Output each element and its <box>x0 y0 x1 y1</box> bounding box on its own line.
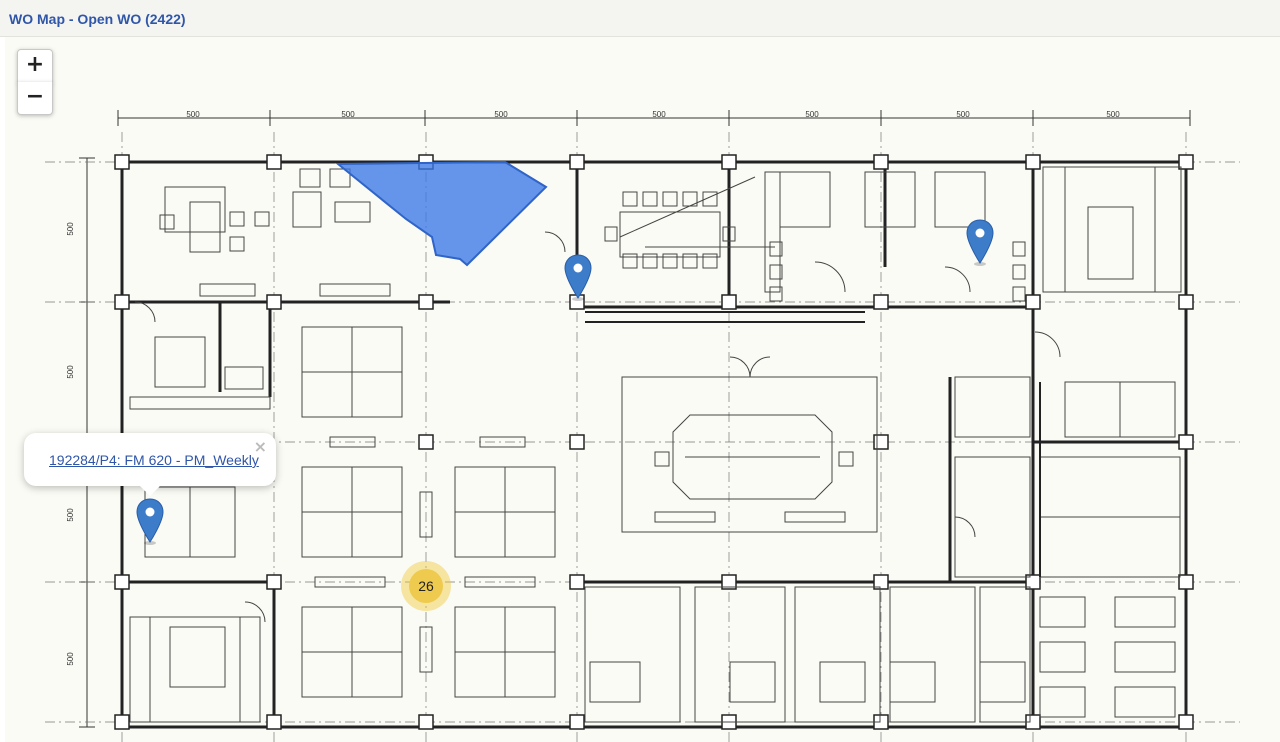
dimension-label: 500 <box>805 110 819 119</box>
dimension-label: 500 <box>66 365 75 379</box>
dimension-label: 500 <box>66 652 75 666</box>
wo-map[interactable]: 500 500 500 500 500 500 500 500 500 500 … <box>5 37 1280 742</box>
map-marker-icon[interactable] <box>965 219 995 267</box>
work-order-link[interactable]: 192284/P4: FM 620 - PM_Weekly <box>49 452 259 468</box>
zoom-in-button[interactable]: + <box>17 49 53 83</box>
marker-cluster[interactable]: 26 <box>401 561 451 611</box>
dimension-label: 500 <box>1106 110 1120 119</box>
popup-tip <box>140 486 160 496</box>
header-bar: WO Map - Open WO (2422) <box>0 0 1280 37</box>
dimension-label: 500 <box>186 110 200 119</box>
cluster-count: 26 <box>409 569 443 603</box>
dimension-label: 500 <box>956 110 970 119</box>
dimension-label: 500 <box>341 110 355 119</box>
page-title: WO Map - Open WO (2422) <box>9 11 186 27</box>
close-icon[interactable]: × <box>253 437 267 456</box>
dimension-label: 500 <box>66 222 75 236</box>
selected-area-polygon[interactable] <box>335 160 548 267</box>
map-marker-icon[interactable] <box>135 498 165 546</box>
dimension-label: 500 <box>652 110 666 119</box>
dimension-label: 500 <box>66 508 75 522</box>
zoom-out-button[interactable]: − <box>17 82 53 115</box>
marker-popup: 192284/P4: FM 620 - PM_Weekly × <box>24 433 276 496</box>
map-marker-icon[interactable] <box>563 254 593 302</box>
floor-plan: 500 500 500 500 500 500 500 500 500 500 … <box>45 110 1240 742</box>
dimension-label: 500 <box>494 110 508 119</box>
